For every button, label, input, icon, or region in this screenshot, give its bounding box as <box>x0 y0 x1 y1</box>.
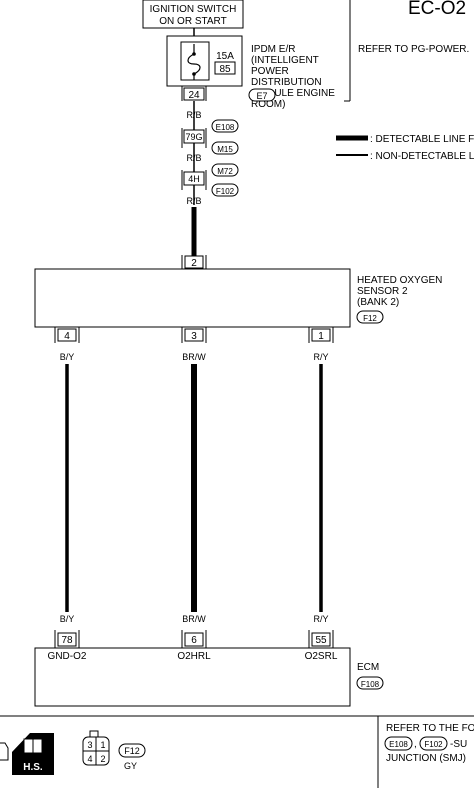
f12-pin-1: 1 <box>100 740 105 750</box>
connector-f12-badge <box>356 310 384 324</box>
refer-line1: REFER TO THE FO <box>386 723 474 734</box>
refer-suffix: -SU <box>450 739 467 750</box>
wire-color-left-top: B/Y <box>60 352 75 362</box>
wire-color-right-top: R/Y <box>313 352 328 362</box>
ecm-terminal-6-box <box>184 632 204 647</box>
refer-f102: F102 <box>424 740 443 749</box>
refer-line3: JUNCTION (SMJ) <box>386 753 466 764</box>
refer-pg-power: REFER TO PG-POWER. <box>358 44 469 55</box>
fuse-amperage: 15A <box>216 51 234 62</box>
sensor-box <box>34 268 351 328</box>
ecm-label: ECM <box>357 662 379 673</box>
connector-m72-badge <box>211 163 239 177</box>
connector-f108: F108 <box>361 680 380 689</box>
connector-e7: E7 <box>256 91 267 101</box>
ipdm-label-line4: DISTRIBUTION <box>251 77 322 88</box>
ignition-label-line1: IGNITION SWITCH <box>150 4 237 15</box>
sensor-terminal-4-box <box>57 328 77 342</box>
connector-view-icon <box>0 742 9 761</box>
ipdm-label-line5: MODULE ENGINE <box>251 88 335 99</box>
connector-e108-badge <box>211 119 239 133</box>
fuse-number-box <box>214 61 236 75</box>
refer-e108: E108 <box>389 740 408 749</box>
wire-color-r-b-1: R/B <box>186 110 201 120</box>
f12-pin-2: 2 <box>100 754 105 764</box>
ipdm-label-line1: IPDM E/R <box>251 44 295 55</box>
sensor-terminal-1-box <box>311 328 331 342</box>
ecm-box <box>34 647 351 707</box>
sensor-terminal-3-box <box>184 328 204 342</box>
connector-e108: E108 <box>216 123 235 132</box>
ecm-terminal-78-box <box>57 632 77 647</box>
f12-pin-4: 4 <box>87 754 92 764</box>
connector-f12: F12 <box>363 314 377 323</box>
connector-f102-badge <box>211 183 239 197</box>
ecm-pin-gnd-o2: GND-O2 <box>48 651 87 662</box>
sensor-label-line1: HEATED OXYGEN <box>357 275 442 286</box>
terminal-24-box <box>183 87 205 101</box>
connector-e7-badge <box>248 88 276 102</box>
fuse-terminal-bottom <box>192 72 196 76</box>
ecm-pin-o2srl: O2SRL <box>305 651 338 662</box>
refer-e108-badge <box>384 736 413 751</box>
wire-color-center-top: BR/W <box>182 352 206 362</box>
ignition-switch-box <box>142 0 244 29</box>
refer-f102-badge <box>419 736 448 751</box>
footer-f12-badge <box>118 743 146 758</box>
footer-connector-color: GY <box>124 761 137 771</box>
hs-corner-notch <box>12 733 30 752</box>
wire-color-left-bottom: B/Y <box>60 614 75 624</box>
diagram-code: EC-O2 <box>408 0 466 19</box>
refer-comma: , <box>414 739 417 750</box>
ecm-terminal-55: 55 <box>315 635 327 646</box>
ipdm-label-line3: POWER <box>251 66 289 77</box>
connector-m15-badge <box>211 141 239 155</box>
connector-f102: F102 <box>216 187 235 196</box>
ecm-terminal-6: 6 <box>191 635 197 646</box>
fuse-number: 85 <box>219 64 231 75</box>
wire-color-r-b-2: R/B <box>186 153 201 163</box>
ignition-label-line2: ON OR START <box>159 16 226 27</box>
fuse-terminal-top <box>192 52 196 56</box>
connector-m72: M72 <box>217 167 233 176</box>
legend-detectable: : DETECTABLE LINE F <box>370 134 474 145</box>
sensor-terminal-2: 2 <box>191 258 197 269</box>
terminal-24: 24 <box>188 90 200 101</box>
wire-color-center-bottom: BR/W <box>182 614 206 624</box>
sensor-label-line2: SENSOR 2 <box>357 286 408 297</box>
connector-m15: M15 <box>217 145 233 154</box>
sensor-terminal-2-box <box>184 255 204 269</box>
sensor-terminal-1: 1 <box>318 331 324 342</box>
legend-non-detectable: : NON-DETECTABLE L <box>370 151 474 162</box>
ecm-terminal-55-box <box>311 632 331 647</box>
sensor-terminal-3: 3 <box>191 331 197 342</box>
hs-label: H.S. <box>23 762 43 773</box>
wire-color-r-b-3: R/B <box>186 196 201 206</box>
sensor-label-line3: (BANK 2) <box>357 297 399 308</box>
f12-connector-lock <box>89 730 99 738</box>
ecm-terminal-78: 78 <box>61 635 73 646</box>
sensor-terminal-4: 4 <box>64 331 70 342</box>
footer-f12: F12 <box>124 746 140 756</box>
f12-pin-3: 3 <box>87 740 92 750</box>
joint-79g: 79G <box>185 132 202 142</box>
joint-4h: 4H <box>188 174 200 184</box>
connector-f108-badge <box>356 676 384 690</box>
ipdm-label-line2: (INTELLIGENT <box>251 55 319 66</box>
ipdm-label-line6: ROOM) <box>251 99 285 110</box>
wire-color-right-bottom: R/Y <box>313 614 328 624</box>
ecm-pin-o2hrl: O2HRL <box>177 651 211 662</box>
